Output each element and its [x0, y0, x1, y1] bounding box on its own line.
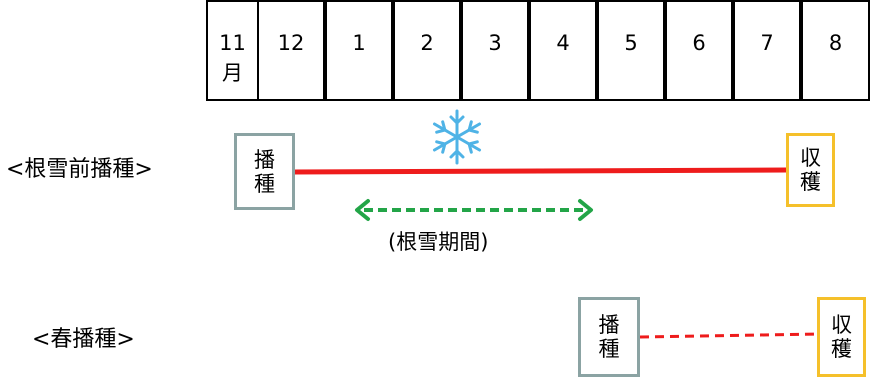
month-label: 6	[692, 31, 706, 55]
month-label: 3	[488, 31, 502, 55]
harvest-box-autumn: 収 穫	[786, 133, 835, 207]
harvest-char-2: 穫	[800, 170, 821, 194]
spring-growth-line	[639, 332, 819, 339]
row-label-autumn-sowing: <根雪前播種>	[6, 157, 153, 182]
autumn-growth-line	[292, 167, 788, 175]
month-label: 8	[828, 31, 843, 55]
month-cell-8: 8	[801, 0, 870, 101]
sowing-char-2: 種	[254, 171, 275, 196]
harvest-char-1: 収	[800, 146, 821, 170]
month-header: 11 月 12 1 2 3 4 5 6 7 8	[206, 0, 870, 103]
month-label: 4	[556, 31, 570, 55]
snowflake-icon	[432, 109, 482, 165]
month-label: 1	[352, 31, 366, 55]
snow-period-label: (根雪期間)	[388, 230, 489, 254]
month-cell-5: 5	[597, 0, 665, 101]
month-cell-12: 12	[257, 0, 325, 101]
month-cell-3: 3	[461, 0, 529, 101]
month-cell-7: 7	[733, 0, 801, 101]
month-label: 12	[277, 31, 305, 55]
harvest-box-spring: 収 穫	[817, 297, 866, 377]
month-label: 11 月	[219, 31, 246, 85]
sowing-char-1: 播	[598, 313, 620, 337]
harvest-char-1: 収	[831, 313, 852, 337]
month-label: 2	[420, 31, 434, 55]
month-cell-6: 6	[665, 0, 733, 101]
sowing-char-2: 種	[598, 337, 620, 361]
row-label-spring-sowing: <春播種>	[32, 327, 135, 352]
month-label: 7	[760, 31, 774, 55]
snow-period-arrow	[355, 199, 593, 221]
month-cell-4: 4	[529, 0, 597, 101]
harvest-char-2: 穫	[831, 337, 852, 361]
month-label: 5	[624, 31, 638, 55]
sowing-box-spring: 播 種	[578, 297, 640, 377]
sowing-box-autumn: 播 種	[234, 133, 295, 210]
month-cell-1: 1	[325, 0, 393, 101]
month-cell-2: 2	[393, 0, 461, 101]
sowing-char-1: 播	[254, 147, 275, 172]
